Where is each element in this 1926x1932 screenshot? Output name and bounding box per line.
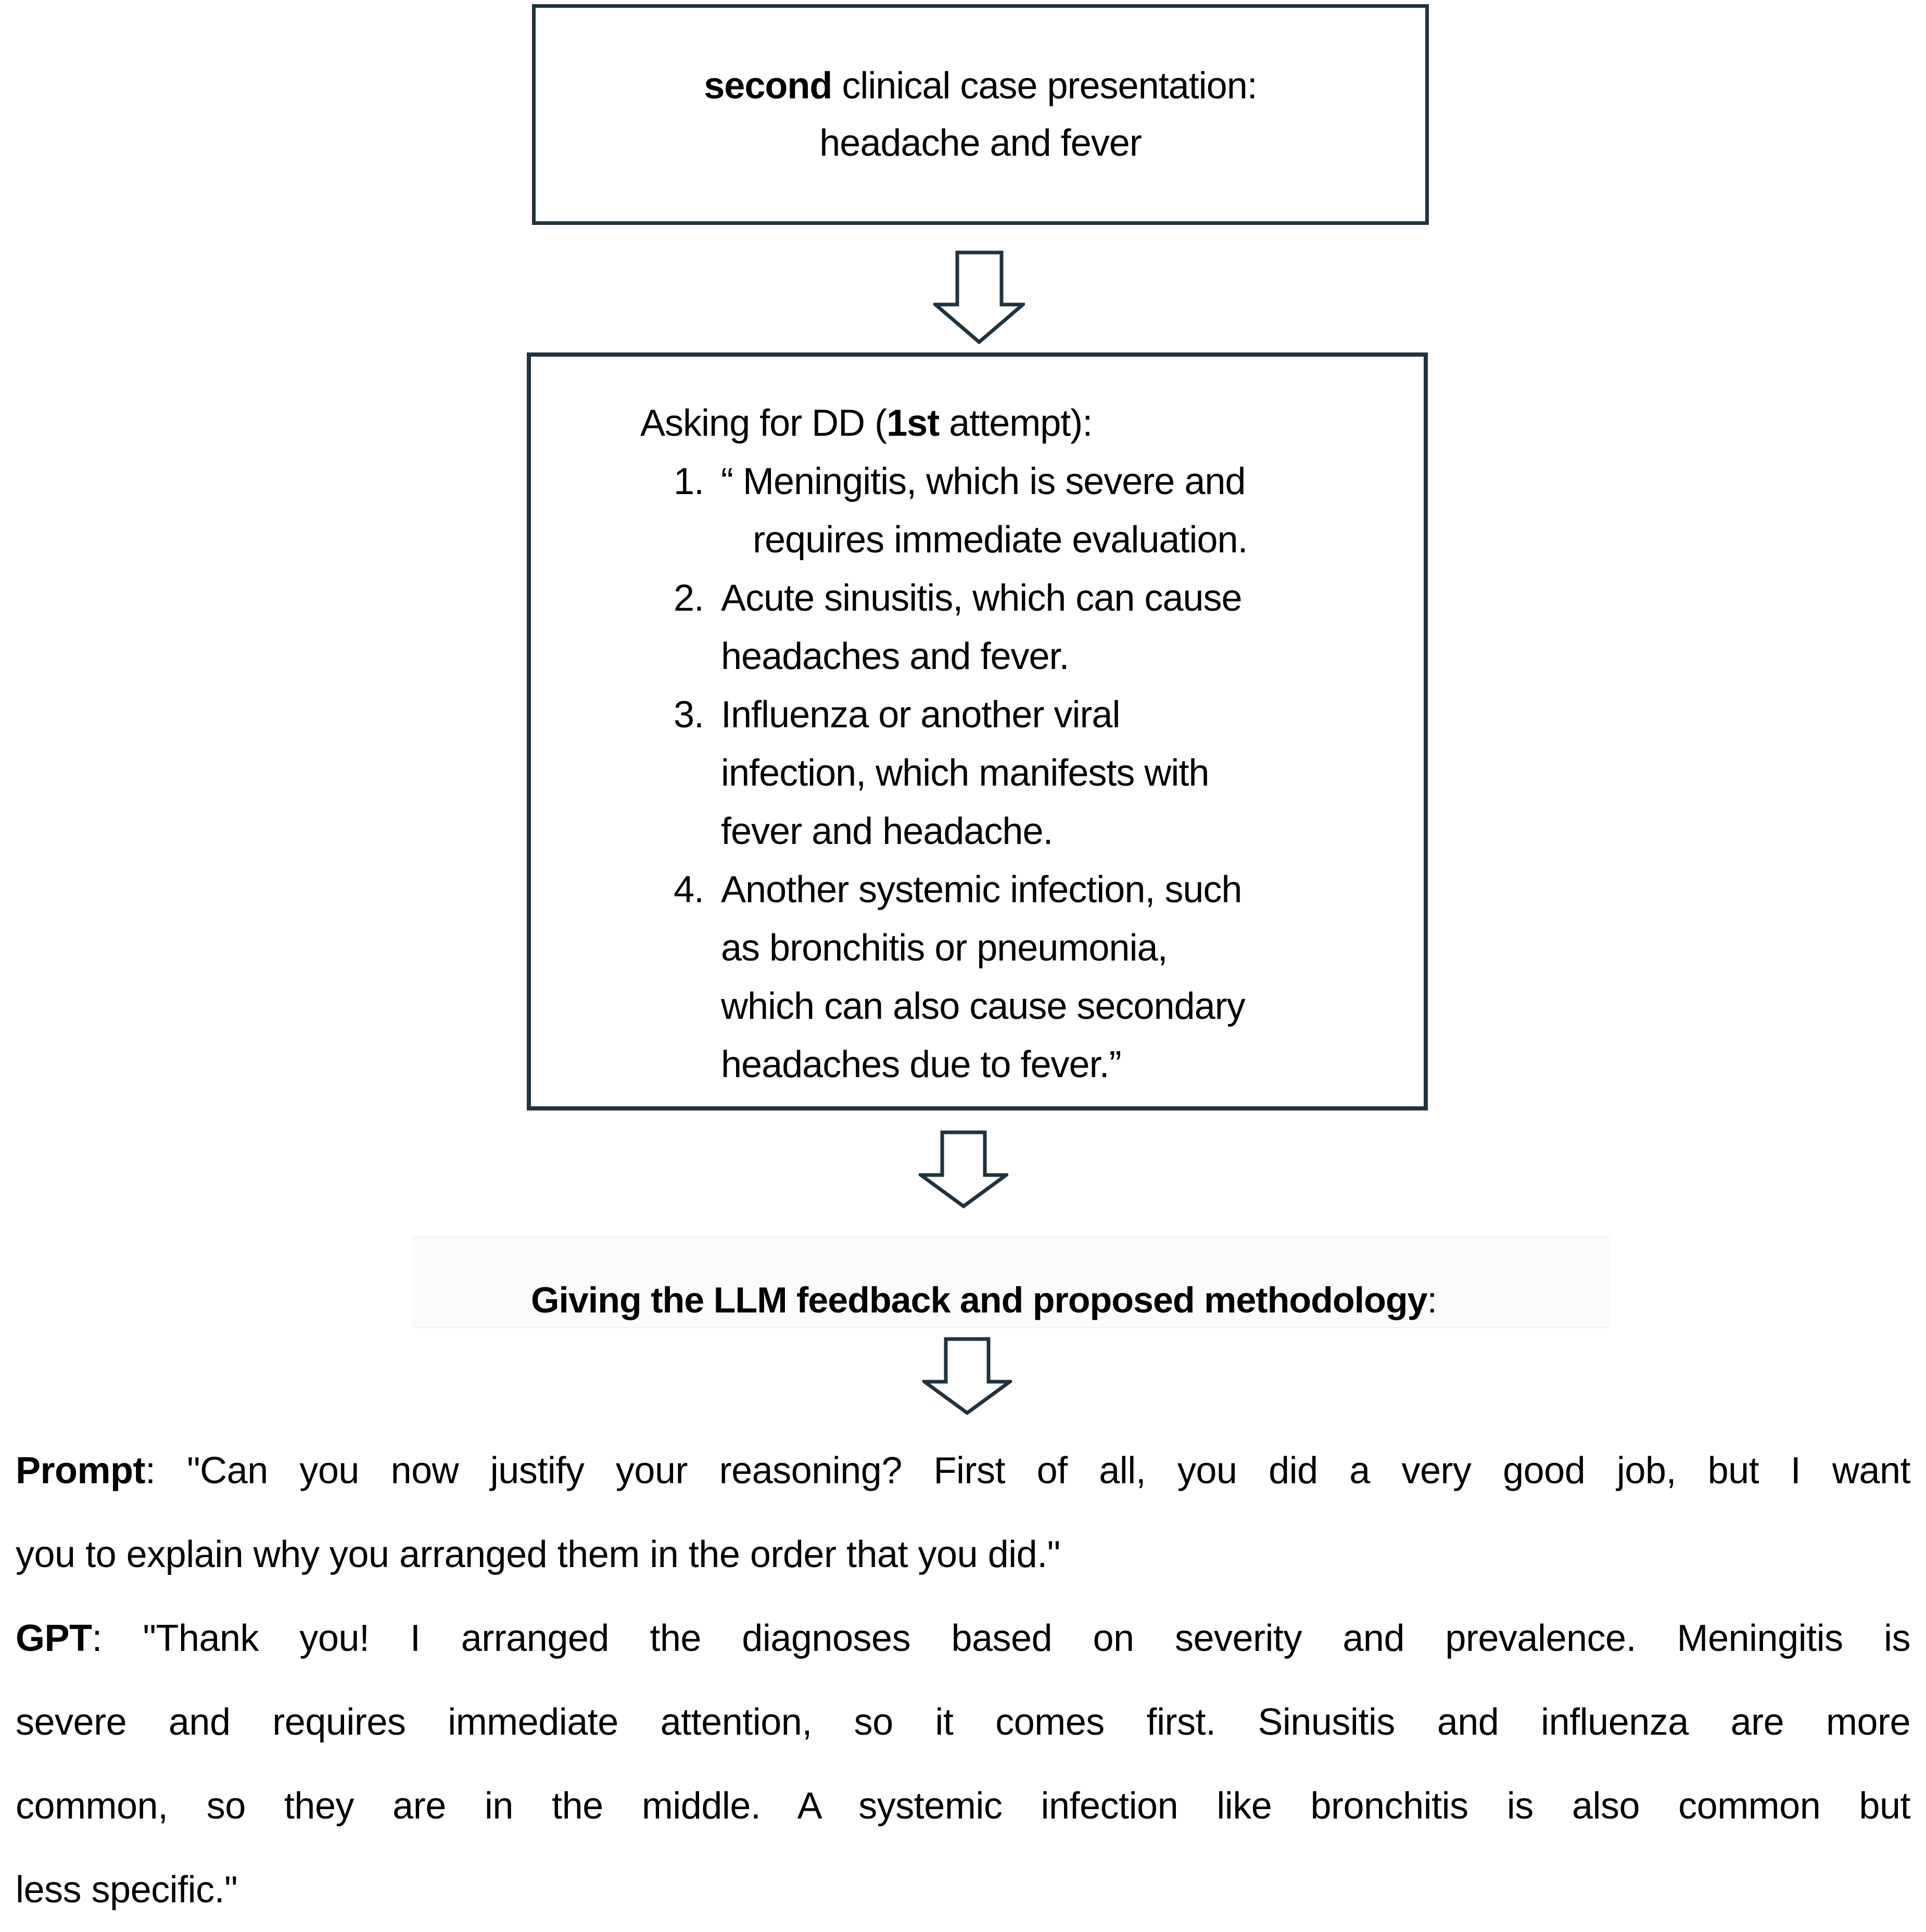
list-item-number: 2. [674, 577, 704, 619]
differential-diagnosis-box: Asking for DD (1st attempt): 1. “ Meningi… [527, 352, 1428, 1110]
list-item-line: Influenza or another viral [721, 694, 1120, 736]
list-item-number: 4. [674, 869, 704, 911]
list-item-line: “ Meningitis, which is severe and [721, 461, 1246, 502]
section-heading: Giving the LLM feedback and proposed met… [530, 1280, 1437, 1320]
dd-title: Asking for DD (1st attempt): [640, 402, 1093, 444]
transcript-paragraph-prompt: Prompt: "Can you now justify your reason… [16, 1429, 1911, 1597]
list-item-line: requires immediate evaluation. [753, 519, 1248, 561]
transcript-line: less specific." [16, 1869, 238, 1911]
list-item-text: “ Meningitis, which is severe and require… [721, 452, 1408, 569]
list-item: 1. “ Meningitis, which is severe and requi… [674, 452, 1408, 569]
transcript-line: severe and requires immediate attention,… [16, 1701, 1911, 1743]
case-presentation-box: second clinical case presentation: heada… [532, 4, 1429, 225]
list-item-line: infection, which manifests with [721, 752, 1209, 794]
down-arrow-icon [922, 1337, 1012, 1415]
transcript-line: Prompt: "Can you now justify your reason… [16, 1450, 1911, 1492]
transcript-line: GPT: "Thank you! I arranged the diagnose… [16, 1618, 1911, 1659]
transcript-paragraph-gpt: GPT: "Thank you! I arranged the diagnose… [16, 1597, 1911, 1932]
list-item-number: 1. [674, 461, 704, 502]
list-item-line: fever and headache. [721, 811, 1054, 852]
transcript-line: you to explain why you arranged them in … [16, 1534, 1060, 1575]
list-item-line: headaches due to fever.” [721, 1044, 1122, 1085]
list-item-line: headaches and fever. [721, 636, 1070, 677]
down-arrow-icon [933, 250, 1025, 344]
transcript: Prompt: "Can you now justify your reason… [16, 1429, 1911, 1932]
transcript-line: common, so they are in the middle. A sys… [16, 1785, 1911, 1827]
list-item-text: Influenza or another viral infection, whi… [721, 686, 1408, 861]
case-line-2: headache and fever [819, 122, 1142, 164]
down-arrow-icon [919, 1130, 1008, 1208]
list-item: 3. Influenza or another viral infection, w… [674, 686, 1408, 861]
list-item-text: Another systemic infection, such as bronc… [721, 861, 1408, 1094]
list-item-line: Another systemic infection, such [721, 869, 1242, 911]
list-item-line: as bronchitis or pneumonia, [721, 927, 1168, 969]
list-item-text: Acute sinusitis, which can cause headache… [721, 569, 1408, 686]
case-presentation-text: second clinical case presentation: heada… [704, 57, 1258, 172]
list-item-line: which can also cause secondary [721, 986, 1246, 1027]
list-item: 4. Another systemic infection, such as bro… [674, 861, 1408, 1094]
list-item-line: Acute sinusitis, which can cause [721, 577, 1243, 619]
dd-list: 1. “ Meningitis, which is severe and requi… [640, 452, 1408, 1094]
list-item-number: 3. [674, 694, 704, 736]
case-line-1: second clinical case presentation: [704, 65, 1258, 107]
list-item: 2. Acute sinusitis, which can cause headac… [674, 569, 1408, 686]
heading-band [412, 1236, 1610, 1328]
